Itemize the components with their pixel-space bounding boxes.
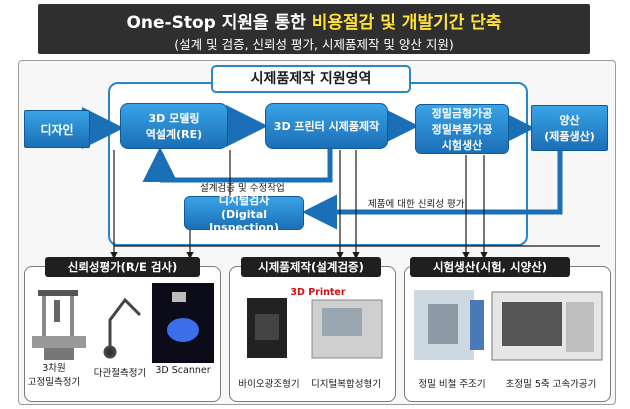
3d-printer-label: 3D Printer: [290, 287, 346, 298]
cmm-machine-image: [32, 290, 86, 360]
3d-print-box: 3D 프린터 시제품제작: [265, 103, 388, 149]
reliability-eval-label: 제품에 대한 신뢰성 평가: [368, 199, 465, 210]
3d-scanner-image: [152, 283, 214, 363]
5-axis-machine-image: [491, 291, 603, 361]
header-banner: One-Stop 지원을 통한 비용절감 및 개발기간 단축 (설계 및 검증,…: [38, 4, 590, 54]
digital-inspection-box: 디지털검사 (Digital Inspection): [184, 194, 304, 234]
mass-production-box: 양산 (제품생산): [531, 105, 608, 151]
articulated-arm-image: [103, 297, 142, 359]
arrow-verify-feedback: [160, 149, 333, 183]
5-axis-caption: 초정밀 5축 고속가공기: [505, 379, 597, 390]
trial-production-title: 시험생산(시험, 시양산): [410, 257, 570, 277]
cmm-caption: 3차원 고정밀측정기: [27, 363, 81, 388]
header-title: One-Stop 지원을 통한 비용절감 및 개발기간 단축: [126, 13, 502, 33]
prototype-title: 시제품제작(설계검증): [241, 257, 381, 277]
bio-caption: 바이오광조형기: [238, 379, 300, 390]
verify-label: 설계검증 및 수정작업: [200, 183, 285, 194]
header-highlight: 비용절감 및 개발기간 단축: [311, 13, 502, 33]
support-area-title: 시제품제작 지원영역: [211, 65, 411, 93]
composite-caption: 디지털복합성형기: [311, 379, 381, 390]
scanner-caption: 3D Scanner: [155, 365, 211, 376]
arrow-reliability-feedback: [302, 151, 563, 230]
casting-caption: 정밀 비철 주조기: [418, 379, 486, 390]
digital-composite-printer-image: [311, 299, 383, 359]
precision-machining-box: 정밀금형가공 정밀부품가공 시험생산: [415, 104, 509, 154]
arm-caption: 다관절측정기: [93, 368, 147, 379]
casting-machine-image: [414, 290, 484, 360]
header-subtitle: (설계 및 검증, 신뢰성 평가, 시제품제작 및 양산 지원): [174, 37, 454, 52]
bio-stereolithography-image: [247, 298, 287, 358]
reliability-title: 신뢰성평가(R/E 검사): [45, 257, 200, 277]
design-box: 디자인: [24, 110, 90, 148]
modeling-box: 3D 모델링 역설계(RE): [120, 103, 228, 149]
